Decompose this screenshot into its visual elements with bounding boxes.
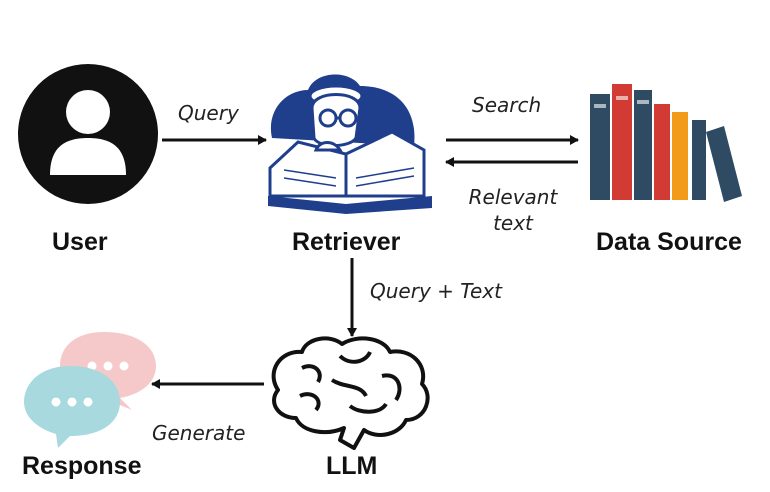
- relevant-text-line-1: Relevant: [468, 185, 558, 209]
- user-avatar-icon: [18, 64, 158, 204]
- query-plus-text-edge-label: Query + Text: [370, 279, 502, 303]
- search-edge-label: Search: [472, 93, 542, 117]
- chat-bubbles-icon: [24, 332, 156, 448]
- books-icon: [590, 84, 742, 202]
- relevant-text-line-2: text: [493, 211, 533, 235]
- llm-label: LLM: [326, 452, 378, 480]
- query-edge-label: Query: [178, 101, 239, 125]
- data-source-label: Data Source: [596, 228, 742, 256]
- generate-edge-label: Generate: [152, 421, 246, 445]
- relevant-text-edge-label: Relevant text: [464, 184, 562, 236]
- user-label: User: [52, 228, 108, 256]
- brain-icon: [271, 336, 430, 450]
- response-label: Response: [22, 452, 142, 480]
- reading-scholar-icon: [268, 74, 432, 214]
- retriever-label: Retriever: [292, 228, 401, 256]
